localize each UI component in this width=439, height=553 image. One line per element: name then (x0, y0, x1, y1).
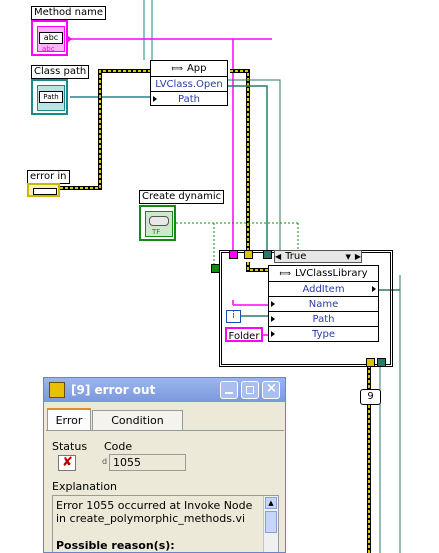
cluster-icon (33, 188, 57, 195)
app-property-node[interactable]: ⟾ App LVClass.Open Path (150, 60, 228, 106)
dropdown-icon: ▼ (345, 252, 351, 261)
close-button[interactable]: × (262, 381, 280, 399)
output-arrow-icon (67, 35, 72, 43)
code-radix: d (102, 457, 108, 466)
constant-nine: 9 (360, 389, 381, 405)
error-out-tunnel (366, 358, 375, 367)
tab-error[interactable]: Error (47, 408, 91, 430)
maximize-button[interactable] (241, 381, 259, 399)
status-label: Status (52, 440, 88, 453)
code-label: Code (104, 440, 133, 453)
app-node-row-path[interactable]: Path (151, 92, 227, 106)
invoke-row-path[interactable]: Path (269, 312, 378, 327)
string-type-icon: abc (39, 32, 63, 44)
explanation-scrollbar[interactable]: ▲ (263, 496, 278, 552)
window-title: [9] error out (71, 383, 156, 397)
error-x-icon: ✘ (62, 455, 73, 470)
method-name-control[interactable]: abc abc (31, 20, 72, 56)
index-constant: i (226, 310, 241, 323)
create-dynamic-control[interactable]: TF (139, 205, 176, 241)
path-type-icon: Path (39, 91, 63, 103)
case-selector-label: True (285, 251, 307, 262)
led-icon (149, 216, 169, 226)
ref-icon: ⟾ (171, 64, 183, 73)
method-name-type-sub: abc (42, 45, 55, 53)
string-tunnel (229, 250, 238, 259)
error-in-label: error in (27, 170, 70, 184)
left-arrow-icon: ◀ (275, 252, 282, 261)
class-path-label: Class path (31, 65, 90, 79)
ref-out-tunnel (377, 358, 386, 367)
error-out-window[interactable]: [9] error out × Error Condition Status C… (43, 377, 286, 553)
invoke-row-additem[interactable]: AddItem (269, 282, 378, 297)
invoke-row-name[interactable]: Name (269, 297, 378, 312)
tab-condition[interactable]: Condition (92, 410, 183, 430)
minimize-button[interactable] (220, 381, 238, 399)
explanation-text: Error 1055 occurred at Invoke Node in cr… (56, 499, 253, 525)
ref-icon-2: ⟾ (279, 269, 291, 278)
scroll-thumb[interactable] (265, 511, 277, 533)
invoke-row-type[interactable]: Type (269, 327, 378, 341)
error-in-control[interactable] (27, 183, 60, 197)
ref-tunnel (263, 250, 272, 259)
app-node-class: App (186, 63, 207, 74)
create-dynamic-label: Create dynamic (139, 190, 225, 204)
error-tunnel (244, 250, 253, 259)
code-value-field[interactable]: 1055 (109, 454, 186, 471)
app-node-header: ⟾ App (151, 61, 227, 77)
invoke-node-header: ⟾ LVClassLibrary (269, 266, 378, 282)
error-out-titlebar[interactable]: [9] error out × (44, 378, 285, 402)
explanation-label: Explanation (52, 480, 118, 493)
invoke-node-class: LVClassLibrary (294, 268, 368, 279)
close-icon: × (266, 381, 277, 396)
status-indicator: ✘ (58, 455, 76, 471)
folder-string-constant[interactable]: Folder (225, 327, 263, 342)
right-arrow-icon: ▶ (354, 252, 361, 261)
method-name-label: Method name (31, 6, 107, 20)
app-node-row-method[interactable]: LVClass.Open (151, 77, 227, 92)
case-selector[interactable]: ◀ True ▼ ▶ (274, 250, 362, 263)
app-icon (49, 382, 65, 398)
scroll-up-icon[interactable]: ▲ (265, 497, 277, 509)
class-path-control[interactable]: Path (31, 79, 68, 115)
bool-type-tag: TF (152, 228, 161, 236)
possible-reasons-heading: Possible reason(s): (56, 539, 175, 552)
selector-tunnel (211, 264, 220, 273)
lvclasslibrary-invoke-node[interactable]: ⟾ LVClassLibrary AddItem Name Path Type (268, 265, 379, 342)
explanation-box[interactable]: Error 1055 occurred at Invoke Node in cr… (52, 495, 279, 552)
